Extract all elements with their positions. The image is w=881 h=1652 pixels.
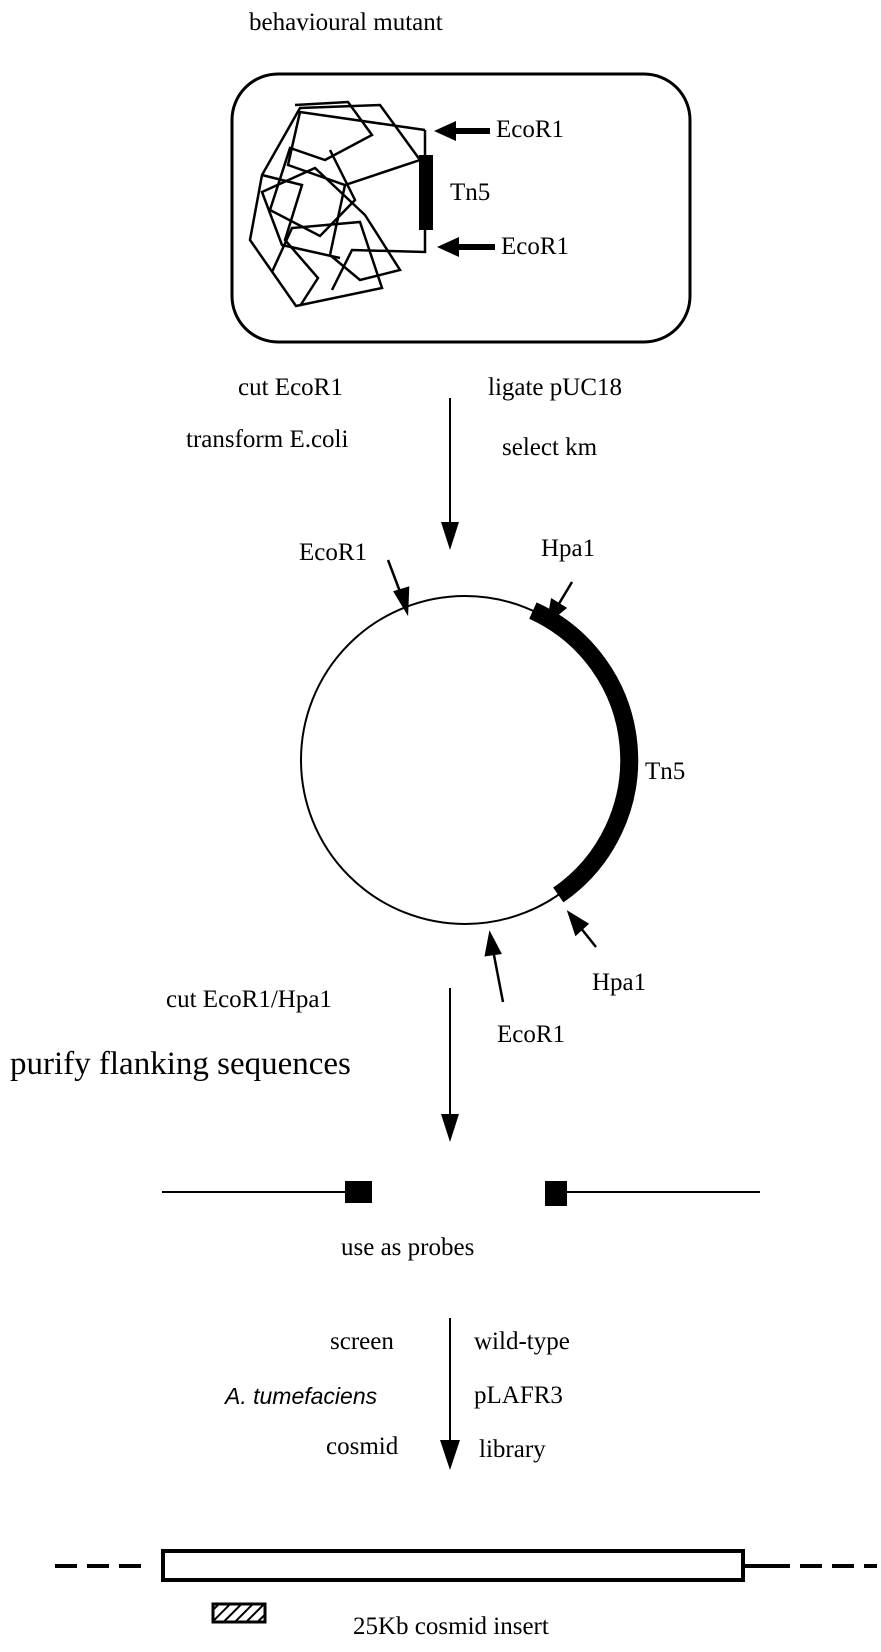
step3-wildtype-label: wild-type — [474, 1328, 570, 1355]
step3-species-label: A. tumefaciens — [225, 1383, 378, 1409]
plasmid-ecor1-bottom-label: EcoR1 — [497, 1021, 566, 1048]
step1-cut-label: cut EcoR1 — [238, 374, 343, 401]
probes-label: use as probes — [341, 1234, 475, 1261]
step1-transform-label: transform E.coli — [186, 426, 349, 453]
plasmid-hpa1-top-label: Hpa1 — [541, 535, 596, 562]
down-arrow — [441, 1114, 459, 1142]
probe-fragments — [162, 1181, 760, 1206]
step2-cut-label: cut EcoR1/Hpa1 — [166, 986, 332, 1013]
tn5-plasmid-segment — [529, 602, 639, 903]
step3-screen-label: screen — [330, 1328, 394, 1355]
bacterial-cell — [230, 72, 692, 344]
cell-tn5-label: Tn5 — [450, 179, 491, 206]
cell-title: behavioural mutant — [249, 9, 443, 36]
cell-ecor1-arrows — [434, 121, 495, 257]
down-arrow — [441, 522, 459, 550]
cosmid-construct — [55, 1549, 877, 1624]
step2-purify-label: purify flanking sequences — [10, 1046, 351, 1082]
step3-cosmid-label: cosmid — [326, 1433, 399, 1460]
step3-library-label: library — [479, 1436, 546, 1463]
plasmid-site-arrows — [386, 559, 597, 1003]
tn5-insert-block — [419, 155, 433, 230]
cosmid-insert-label: 25Kb cosmid insert — [353, 1613, 549, 1640]
down-arrow — [440, 1440, 460, 1470]
chromosome-tangle — [248, 100, 427, 308]
step3-vector-label: pLAFR3 — [474, 1382, 563, 1409]
cell-ecor1-bottom-label: EcoR1 — [501, 233, 570, 260]
plasmid-tn5-label: Tn5 — [645, 758, 686, 785]
step1-ligate-label: ligate pUC18 — [488, 374, 623, 401]
plasmid-hpa1-bottom-label: Hpa1 — [592, 969, 647, 996]
step1-select-label: select km — [502, 434, 598, 461]
plasmid-ecor1-top-label: EcoR1 — [299, 539, 368, 566]
hatched-probe-region — [211, 1602, 267, 1624]
cell-ecor1-top-label: EcoR1 — [496, 116, 565, 143]
